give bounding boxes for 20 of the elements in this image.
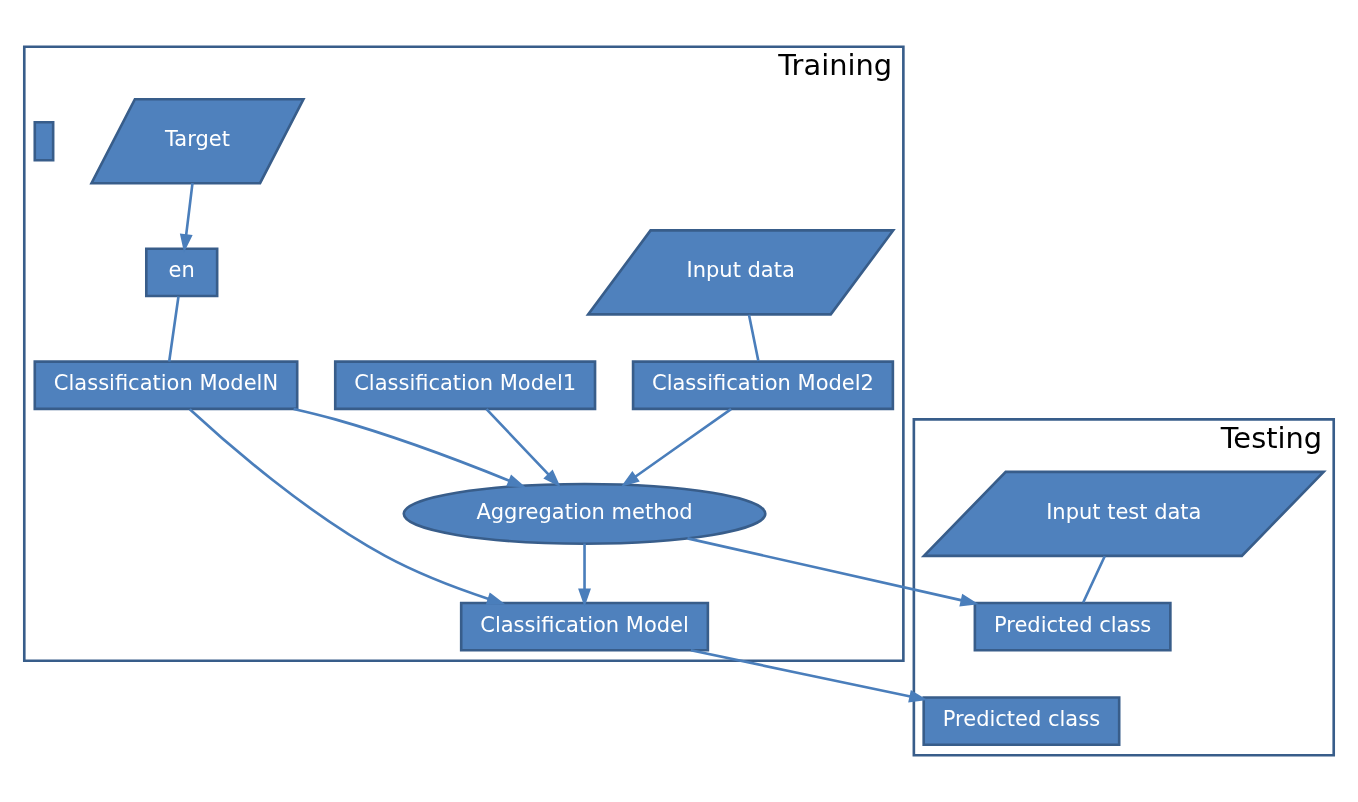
node-box: Classification Model2 bbox=[631, 360, 895, 411]
node-box bbox=[33, 120, 55, 162]
connector bbox=[167, 296, 180, 362]
node-ellipse: Aggregation method bbox=[402, 482, 767, 545]
node-box: en bbox=[145, 247, 219, 298]
node-box: Classification ModelN bbox=[33, 360, 299, 411]
arrow bbox=[621, 408, 732, 487]
node-box: Classification Model1 bbox=[333, 360, 597, 411]
arrow bbox=[293, 407, 526, 488]
node-box: Predicted class bbox=[922, 696, 1121, 747]
arrow bbox=[485, 408, 561, 488]
arrow bbox=[179, 183, 194, 253]
node-box: Predicted class bbox=[973, 601, 1172, 652]
arrow bbox=[687, 537, 979, 607]
arrow bbox=[188, 408, 506, 605]
connector bbox=[1082, 555, 1106, 604]
arrow bbox=[578, 543, 591, 607]
node-box: Classification Model bbox=[459, 601, 710, 652]
connector bbox=[747, 314, 760, 362]
arrow bbox=[690, 649, 928, 703]
